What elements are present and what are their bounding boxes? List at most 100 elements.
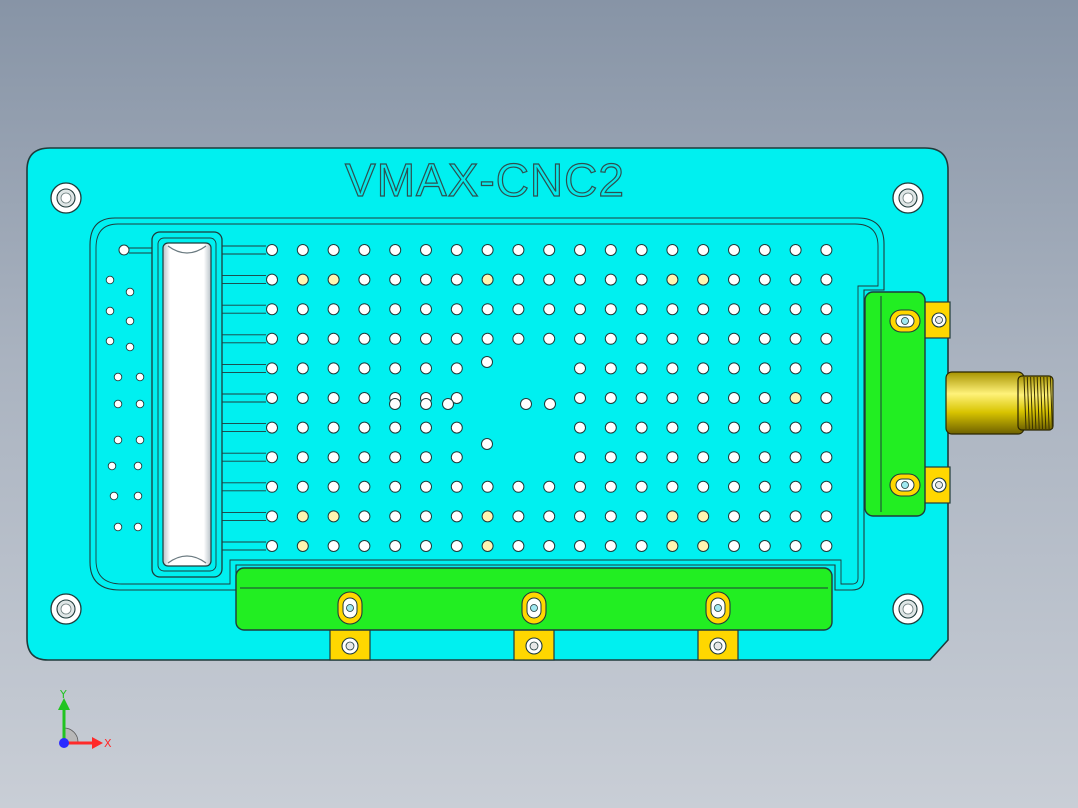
axis-triad-icon[interactable]: Y X bbox=[58, 688, 112, 750]
small-hole bbox=[107, 461, 117, 471]
screw-tab-icon[interactable] bbox=[921, 301, 951, 339]
clamp-slot bbox=[337, 591, 363, 625]
small-hole bbox=[105, 306, 115, 316]
mounting-hole-icon[interactable] bbox=[892, 593, 924, 625]
grid-hole bbox=[820, 540, 833, 552]
grid-hole bbox=[358, 244, 371, 256]
grid-hole bbox=[520, 398, 532, 410]
grid-hole bbox=[666, 362, 679, 375]
grid-hole bbox=[358, 540, 371, 552]
trace-line bbox=[222, 245, 266, 255]
trace-line bbox=[222, 304, 266, 314]
grid-hole bbox=[327, 273, 340, 286]
grid-hole bbox=[296, 303, 309, 316]
grid-hole bbox=[420, 510, 432, 523]
grid-hole bbox=[420, 421, 432, 434]
grid-hole bbox=[389, 332, 402, 345]
trace-comb bbox=[118, 244, 266, 551]
thread-line bbox=[1040, 376, 1043, 430]
small-hole bbox=[105, 336, 115, 346]
grid-hole bbox=[358, 451, 371, 464]
grid-hole bbox=[574, 540, 586, 552]
grid-hole bbox=[389, 398, 401, 410]
grid-hole bbox=[420, 332, 432, 345]
grid-hole bbox=[327, 480, 340, 493]
grid-hole bbox=[604, 480, 617, 493]
grid-hole bbox=[358, 510, 371, 523]
grid-hole bbox=[574, 303, 586, 316]
grid-hole bbox=[450, 273, 463, 286]
grid-hole bbox=[820, 362, 833, 375]
grid-hole bbox=[697, 362, 710, 375]
mounting-hole-icon[interactable] bbox=[892, 182, 924, 214]
grid-hole bbox=[635, 451, 648, 464]
grid-hole bbox=[758, 480, 771, 493]
grid-hole bbox=[266, 362, 278, 375]
grid-hole bbox=[666, 451, 679, 464]
grid-hole bbox=[450, 480, 463, 493]
grid-hole bbox=[728, 362, 740, 375]
grid-hole bbox=[758, 362, 771, 375]
grid-hole bbox=[697, 540, 710, 552]
clamp-slot bbox=[521, 591, 547, 625]
grid-hole bbox=[450, 303, 463, 316]
grid-hole bbox=[420, 273, 432, 286]
grid-hole bbox=[635, 362, 648, 375]
screw-tab-icon[interactable] bbox=[921, 466, 951, 504]
grid-hole bbox=[728, 244, 740, 256]
grid-hole bbox=[327, 540, 340, 552]
grid-hole bbox=[266, 332, 278, 345]
sma-connector-icon[interactable] bbox=[945, 371, 1054, 435]
grid-hole bbox=[635, 510, 648, 523]
grid-hole bbox=[758, 273, 771, 286]
grid-hole bbox=[543, 273, 556, 286]
grid-hole bbox=[728, 303, 740, 316]
grid-hole bbox=[389, 480, 402, 493]
grid-hole bbox=[604, 244, 617, 256]
grid-hole bbox=[266, 421, 278, 434]
grid-hole bbox=[358, 421, 371, 434]
mounting-hole-icon[interactable] bbox=[50, 593, 82, 625]
grid-hole bbox=[450, 421, 463, 434]
grid-hole bbox=[728, 540, 740, 552]
grid-hole bbox=[420, 244, 432, 256]
card-slot[interactable] bbox=[151, 231, 223, 578]
grid-hole bbox=[789, 510, 802, 523]
grid-hole bbox=[604, 451, 617, 464]
small-hole bbox=[109, 491, 119, 501]
screw-tab-icon[interactable] bbox=[513, 627, 555, 661]
grid-hole bbox=[327, 421, 340, 434]
thread-line bbox=[1046, 376, 1050, 430]
grid-hole bbox=[820, 421, 833, 434]
grid-hole bbox=[296, 392, 309, 404]
small-hole bbox=[135, 435, 145, 445]
left-small-holes bbox=[105, 275, 145, 532]
grid-hole bbox=[512, 540, 525, 552]
grid-hole bbox=[728, 510, 740, 523]
grid-hole bbox=[728, 273, 740, 286]
grid-hole bbox=[666, 332, 679, 345]
screw-tab-icon[interactable] bbox=[697, 627, 739, 661]
grid-hole bbox=[820, 332, 833, 345]
thread-line bbox=[1033, 376, 1037, 430]
grid-hole bbox=[481, 438, 493, 450]
side-clamp[interactable] bbox=[864, 291, 926, 517]
screw-tab-icon[interactable] bbox=[329, 627, 371, 661]
mounting-hole-icon[interactable] bbox=[50, 182, 82, 214]
hole-grid bbox=[266, 244, 833, 552]
grid-hole bbox=[635, 421, 648, 434]
grid-hole bbox=[758, 332, 771, 345]
bottom-clamp[interactable] bbox=[235, 567, 833, 631]
grid-hole bbox=[450, 332, 463, 345]
grid-hole bbox=[758, 540, 771, 552]
grid-hole bbox=[604, 421, 617, 434]
grid-hole bbox=[697, 273, 710, 286]
thread-line bbox=[1026, 376, 1030, 430]
grid-hole bbox=[820, 303, 833, 316]
grid-hole bbox=[512, 480, 525, 493]
small-hole bbox=[133, 522, 143, 532]
grid-hole bbox=[789, 273, 802, 286]
grid-hole bbox=[728, 421, 740, 434]
